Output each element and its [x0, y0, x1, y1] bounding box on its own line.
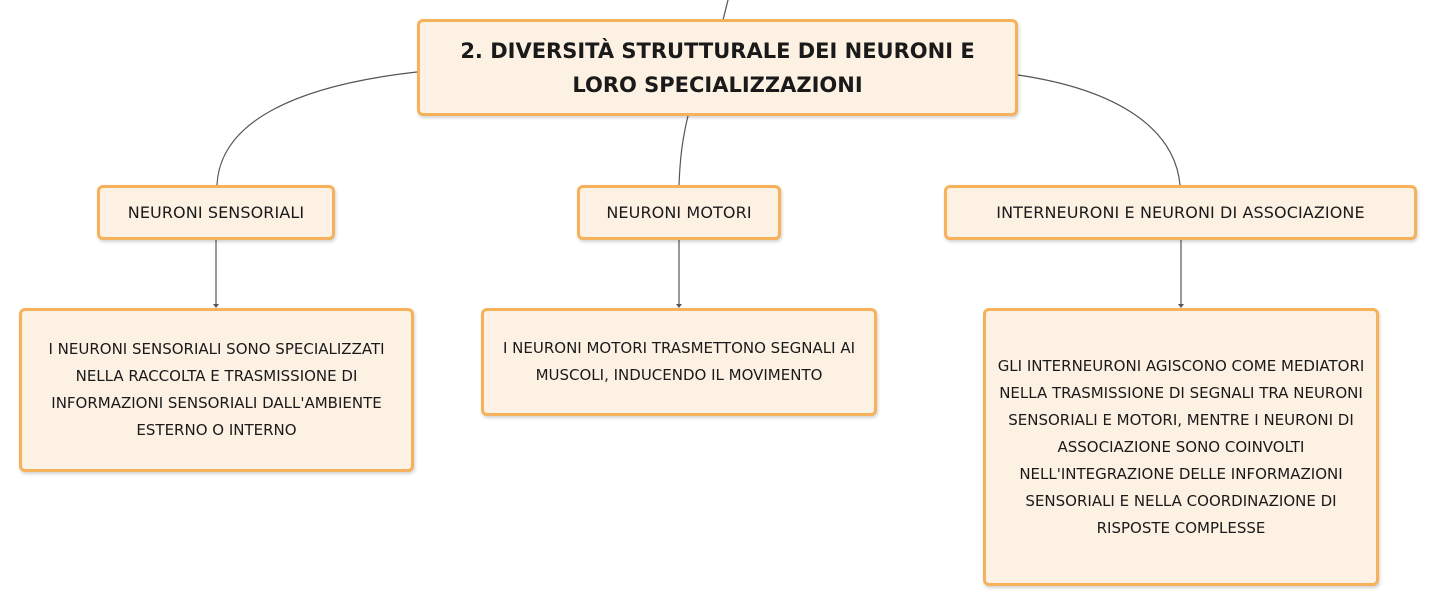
topic-label: NEURONI MOTORI [606, 203, 752, 222]
topic-node-interneuroni[interactable]: INTERNEURONI E NEURONI DI ASSOCIAZIONE [944, 185, 1417, 240]
topic-label: NEURONI SENSORIALI [127, 203, 305, 222]
arrowhead-sensoriali [213, 304, 219, 308]
root-topic-label: 2. DIVERSITÀ STRUTTURALE DEI NEURONI E L… [460, 38, 975, 97]
arrowhead-interneuroni [1178, 304, 1184, 308]
topic-node-neuroni-motori[interactable]: NEURONI MOTORI [577, 185, 781, 240]
detail-node-neuroni-sensoriali[interactable]: I NEURONI SENSORIALI SONO SPECIALIZZATI … [19, 308, 414, 472]
detail-text: I NEURONI MOTORI TRASMETTONO SEGNALI AI … [502, 339, 856, 384]
connector-from-parent [722, 0, 729, 21]
connector-root-to-interneuroni [1017, 74, 1181, 186]
detail-node-neuroni-motori[interactable]: I NEURONI MOTORI TRASMETTONO SEGNALI AI … [481, 308, 877, 416]
arrowhead-motori [676, 304, 682, 308]
detail-text: GLI INTERNEURONI AGISCONO COME MEDIATORI… [997, 356, 1365, 537]
connector-root-to-sensoriali [216, 71, 418, 186]
detail-node-interneuroni[interactable]: GLI INTERNEURONI AGISCONO COME MEDIATORI… [983, 308, 1379, 586]
topic-node-neuroni-sensoriali[interactable]: NEURONI SENSORIALI [97, 185, 335, 240]
connector-root-to-motori [678, 115, 689, 186]
topic-label: INTERNEURONI E NEURONI DI ASSOCIAZIONE [996, 203, 1365, 222]
root-topic-node[interactable]: 2. DIVERSITÀ STRUTTURALE DEI NEURONI E L… [417, 19, 1018, 116]
detail-text: I NEURONI SENSORIALI SONO SPECIALIZZATI … [48, 340, 385, 439]
